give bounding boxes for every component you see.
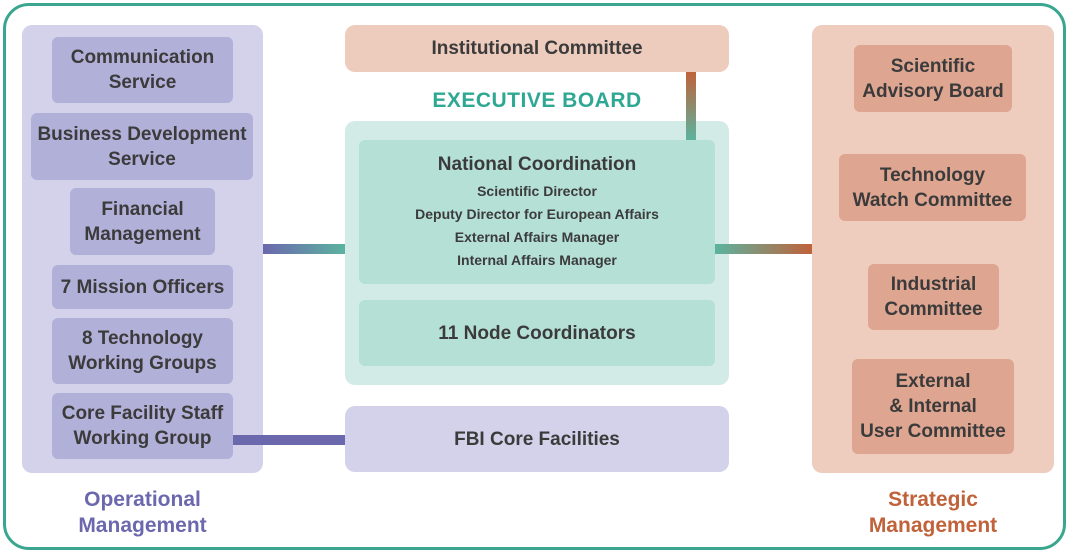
operational-footer: Operational Management: [78, 488, 207, 537]
national-coordination-box: National Coordination Scientific Directo…: [359, 140, 715, 284]
role-internal-affairs: Internal Affairs Manager: [457, 252, 617, 268]
diagram-frame: [3, 3, 1066, 550]
core-facility-staff-box: Core Facility Staff Working Group: [52, 393, 233, 459]
core-facility-connector: [233, 435, 345, 445]
role-external-affairs: External Affairs Manager: [454, 229, 620, 245]
role-scientific-director: Scientific Director: [477, 183, 597, 199]
mission-officers-box: 7 Mission Officers: [52, 265, 233, 309]
operational-connector: [263, 244, 345, 254]
financial-management-box: Financial Management: [70, 188, 215, 255]
institutional-connector: [686, 72, 696, 140]
technology-watch-committee-box: Technology Watch Committee: [839, 154, 1026, 221]
industrial-committee-box: Industrial Committee: [868, 264, 999, 330]
role-deputy-director: Deputy Director for European Affairs: [415, 206, 659, 222]
node-coordinators-box: 11 Node Coordinators: [359, 300, 715, 366]
user-committee-box: External & Internal User Committee: [852, 359, 1014, 454]
national-coordination-title: National Coordination: [437, 154, 637, 175]
institutional-committee-box: Institutional Committee: [345, 25, 729, 72]
strategic-connector: [715, 244, 812, 254]
strategic-footer: Strategic Management: [868, 488, 998, 537]
business-development-box: Business Development Service: [31, 113, 253, 180]
fbi-core-facilities-box: FBI Core Facilities: [345, 406, 729, 472]
scientific-advisory-board-box: Scientific Advisory Board: [854, 45, 1012, 112]
communication-service-box: Communication Service: [52, 37, 233, 103]
executive-board-title: EXECUTIVE BOARD: [432, 89, 642, 112]
technology-working-groups-box: 8 Technology Working Groups: [52, 318, 233, 384]
